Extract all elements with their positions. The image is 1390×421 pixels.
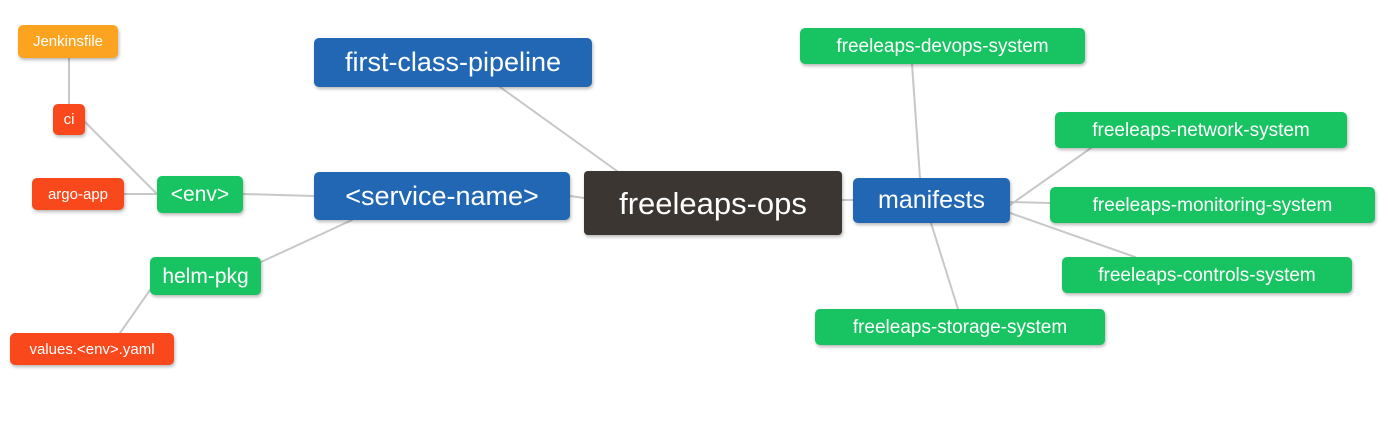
mindmap-edge-service-name-to-freeleaps-ops bbox=[569, 195, 585, 199]
mindmap-node-helm-pkg[interactable]: helm-pkg bbox=[150, 257, 261, 295]
mindmap-edge-manifests-to-devops-system bbox=[911, 63, 921, 179]
mindmap-edge-manifests-to-network-system bbox=[1009, 147, 1092, 206]
mindmap-edge-manifests-to-storage-system bbox=[930, 222, 959, 310]
mindmap-node-argo-app[interactable]: argo-app bbox=[32, 178, 124, 210]
mindmap-edge-first-class-to-freeleaps-ops bbox=[499, 86, 618, 172]
mindmap-node-ci[interactable]: ci bbox=[53, 104, 85, 135]
mindmap-edge-env-to-service-name bbox=[242, 193, 315, 197]
mindmap-node-jenkinsfile[interactable]: Jenkinsfile bbox=[18, 25, 118, 58]
mindmap-edge-manifests-to-monitoring-system bbox=[1009, 201, 1051, 204]
mindmap-node-devops-system[interactable]: freeleaps-devops-system bbox=[800, 28, 1085, 64]
mindmap-node-first-class[interactable]: first-class-pipeline bbox=[314, 38, 592, 87]
mindmap-node-service-name[interactable]: <service-name> bbox=[314, 172, 570, 220]
mindmap-edge-helm-pkg-to-service-name bbox=[260, 219, 353, 263]
mindmap-node-controls-system[interactable]: freeleaps-controls-system bbox=[1062, 257, 1352, 293]
mindmap-edge-manifests-to-controls-system bbox=[1009, 212, 1136, 258]
mindmap-node-freeleaps-ops[interactable]: freeleaps-ops bbox=[584, 171, 842, 235]
mindmap-node-storage-system[interactable]: freeleaps-storage-system bbox=[815, 309, 1105, 345]
mindmap-node-manifests[interactable]: manifests bbox=[853, 178, 1010, 223]
mindmap-node-env[interactable]: <env> bbox=[157, 176, 243, 213]
mindmap-edge-ci-to-env bbox=[84, 121, 158, 195]
mindmap-edge-values-yaml-to-helm-pkg bbox=[119, 289, 151, 334]
mindmap-node-monitoring-system[interactable]: freeleaps-monitoring-system bbox=[1050, 187, 1375, 223]
mindmap-node-network-system[interactable]: freeleaps-network-system bbox=[1055, 112, 1347, 148]
mindmap-node-values-yaml[interactable]: values.<env>.yaml bbox=[10, 333, 174, 365]
